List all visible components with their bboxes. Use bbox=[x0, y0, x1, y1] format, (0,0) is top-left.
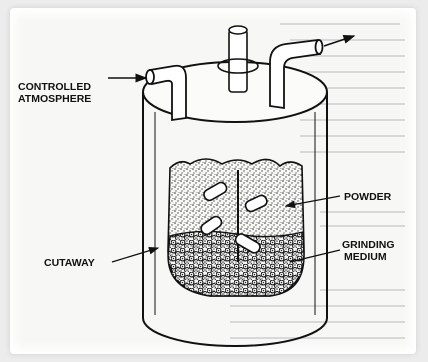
cutaway-window bbox=[168, 159, 304, 296]
label-atmosphere: ATMOSPHERE bbox=[18, 93, 91, 105]
label-grinding: GRINDING bbox=[342, 239, 395, 251]
label-powder: POWDER bbox=[344, 191, 392, 203]
label-controlled: CONTROLLED bbox=[18, 81, 91, 93]
label-cutaway: CUTAWAY bbox=[44, 257, 95, 269]
label-medium: MEDIUM bbox=[344, 251, 387, 263]
drive-shaft bbox=[229, 30, 247, 92]
